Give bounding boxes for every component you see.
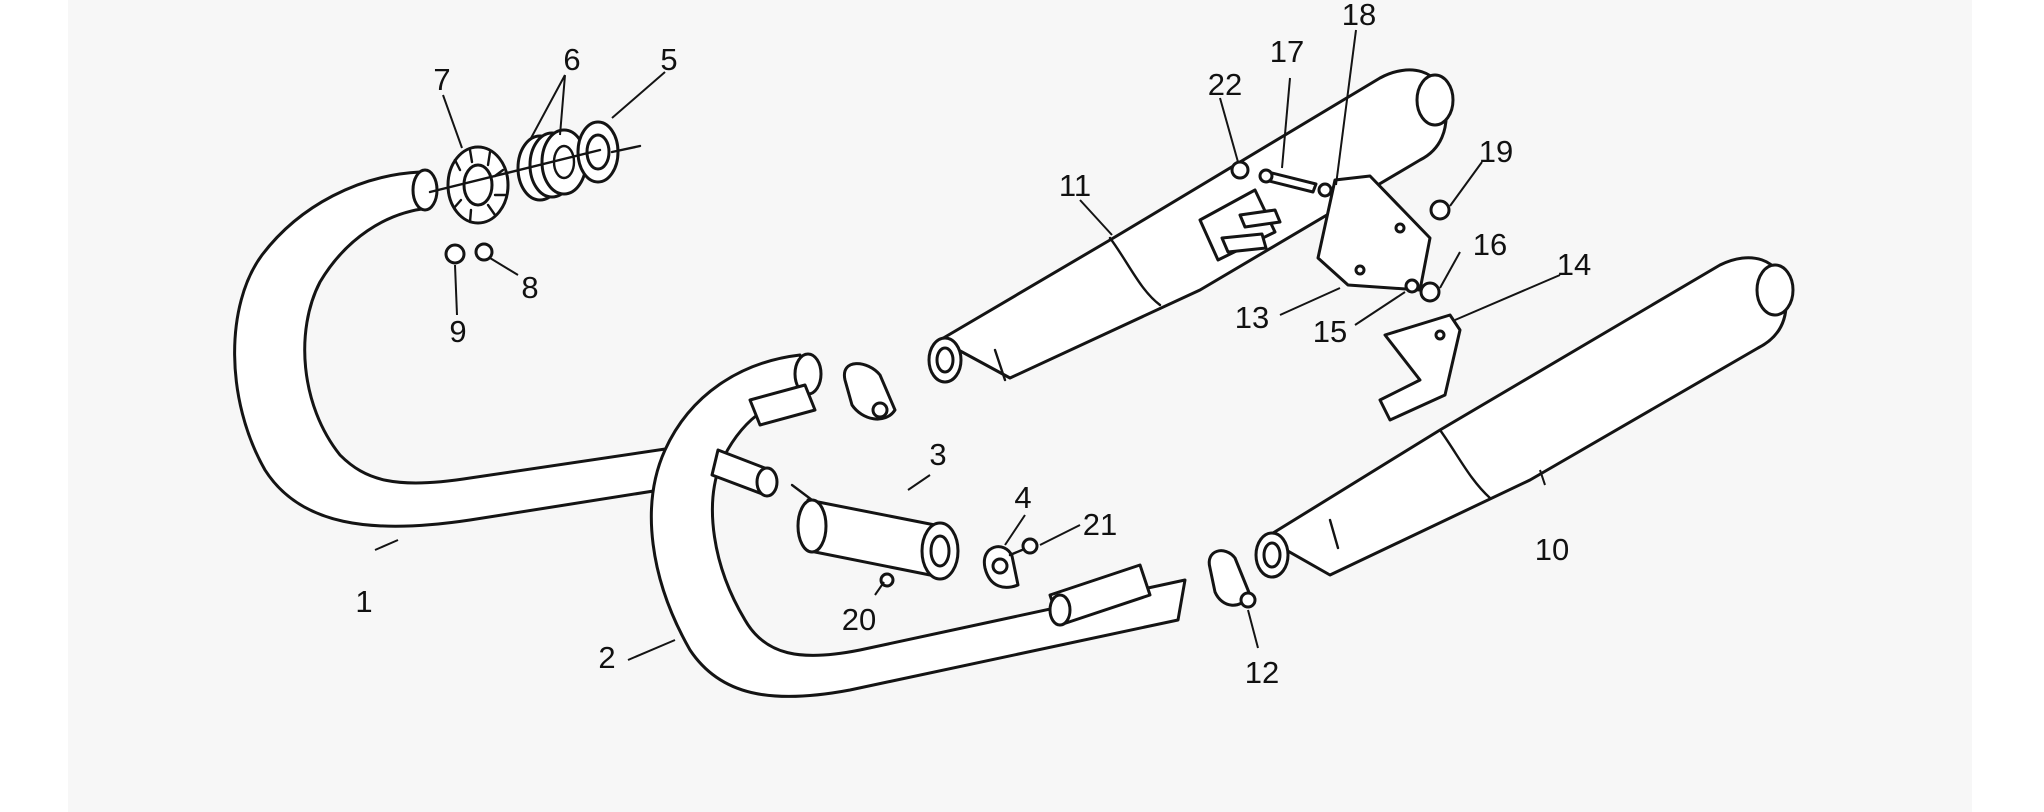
leader-lines — [374, 29, 1561, 661]
callout-22: 22 — [1208, 67, 1242, 102]
callout-19: 19 — [1479, 134, 1513, 169]
nut-22 — [1230, 160, 1250, 180]
callout-15: 15 — [1313, 314, 1347, 349]
spring-6 — [516, 128, 588, 202]
clamp-upper — [842, 362, 897, 421]
callout-6: 6 — [563, 42, 580, 77]
bolt-17 — [1258, 168, 1318, 194]
ring-5 — [576, 120, 642, 184]
callout-14: 14 — [1557, 247, 1591, 282]
nut-19 — [1429, 199, 1451, 221]
callout-16: 16 — [1473, 227, 1507, 262]
callout-18: 18 — [1342, 0, 1376, 32]
gasket-ring-7 — [446, 145, 510, 225]
callout-13: 13 — [1235, 300, 1269, 335]
callout-17: 17 — [1270, 34, 1304, 69]
washer-15 — [1404, 278, 1420, 294]
washer-8 — [474, 242, 494, 262]
callout-1: 1 — [355, 584, 372, 619]
callout-12: 12 — [1245, 655, 1279, 690]
crossover-pipe-3 — [790, 483, 960, 581]
callout-10: 10 — [1535, 532, 1569, 567]
callout-5: 5 — [660, 42, 677, 77]
callout-9: 9 — [449, 314, 466, 349]
callout-7: 7 — [433, 62, 450, 97]
callout-3: 3 — [929, 437, 946, 472]
nut-21 — [1021, 537, 1039, 555]
axis-line — [428, 148, 602, 194]
silencer-10 — [1254, 256, 1795, 579]
silencer-11 — [927, 68, 1455, 384]
callout-8: 8 — [521, 270, 538, 305]
callout-20: 20 — [842, 602, 876, 637]
callout-4: 4 — [1014, 480, 1031, 515]
callout-21: 21 — [1083, 507, 1117, 542]
header-pipe-2 — [649, 352, 1187, 699]
washer-18 — [1317, 182, 1333, 198]
header-pipe-1 — [233, 168, 674, 528]
clamp-12 — [1207, 549, 1257, 609]
nut-16 — [1419, 281, 1441, 303]
bolt-plate — [1198, 188, 1282, 262]
nut-9 — [444, 243, 466, 265]
mount-bracket-13 — [1316, 174, 1432, 292]
callout-labels: 1 2 3 4 5 6 7 8 9 10 11 12 13 14 15 16 1… — [355, 0, 1591, 690]
callout-2: 2 — [598, 640, 615, 675]
mount-bracket-14 — [1378, 313, 1462, 422]
nut-21-axis — [1008, 548, 1024, 557]
clamp-4 — [982, 545, 1020, 589]
callout-11: 11 — [1059, 168, 1091, 203]
